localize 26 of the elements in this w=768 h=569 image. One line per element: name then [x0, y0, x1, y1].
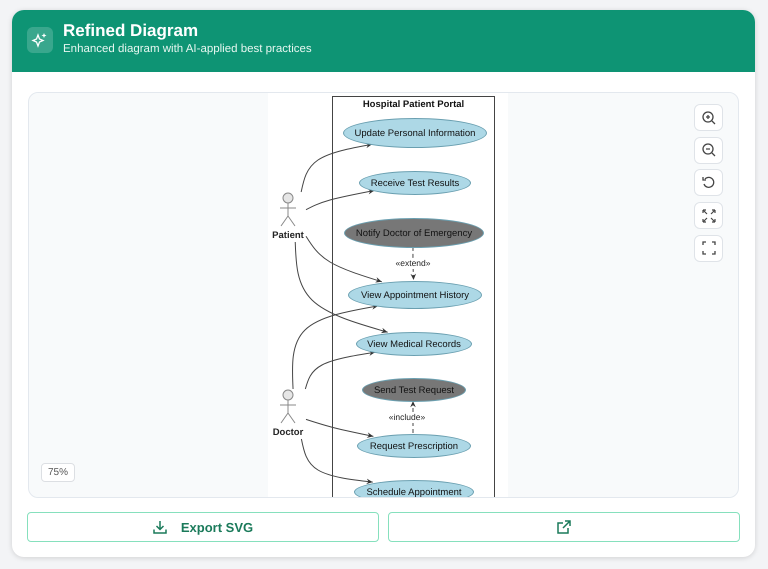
dependency-arrow: [410, 246, 416, 280]
association-arrow: [294, 242, 388, 334]
association-arrow: [306, 418, 374, 438]
association-arrow: [300, 438, 374, 484]
association-arrow: [304, 350, 376, 390]
use-case-label: Receive Test Results: [370, 178, 460, 188]
use-case-label: Update Personal Information: [354, 128, 476, 138]
association-arrow: [306, 236, 382, 283]
page-title: Refined Diagram: [63, 21, 198, 41]
use-case-label: Notify Doctor of Emergency: [356, 228, 472, 238]
association-arrow: [300, 142, 373, 192]
page-subtitle: Enhanced diagram with AI-applied best practices: [63, 43, 312, 55]
actor-label: Patient: [271, 230, 305, 241]
use-case-label: Request Prescription: [370, 440, 458, 452]
system-boundary: [332, 96, 495, 497]
system-title: Hospital Patient Portal: [362, 99, 466, 110]
use-case-label: Schedule Appointment: [366, 486, 462, 497]
dependency-arrow: [410, 400, 416, 434]
use-case-label: Send Test Request: [374, 384, 454, 396]
export-svg-button: Export SVG: [27, 512, 379, 542]
use-case-label: View Appointment History: [360, 290, 470, 300]
zoom-level-badge: 75%: [41, 463, 76, 482]
use-case-label: View Medical Records: [367, 338, 461, 350]
actor-label: Doctor: [272, 427, 304, 438]
association-arrow: [292, 304, 379, 390]
association-arrow: [306, 188, 375, 210]
